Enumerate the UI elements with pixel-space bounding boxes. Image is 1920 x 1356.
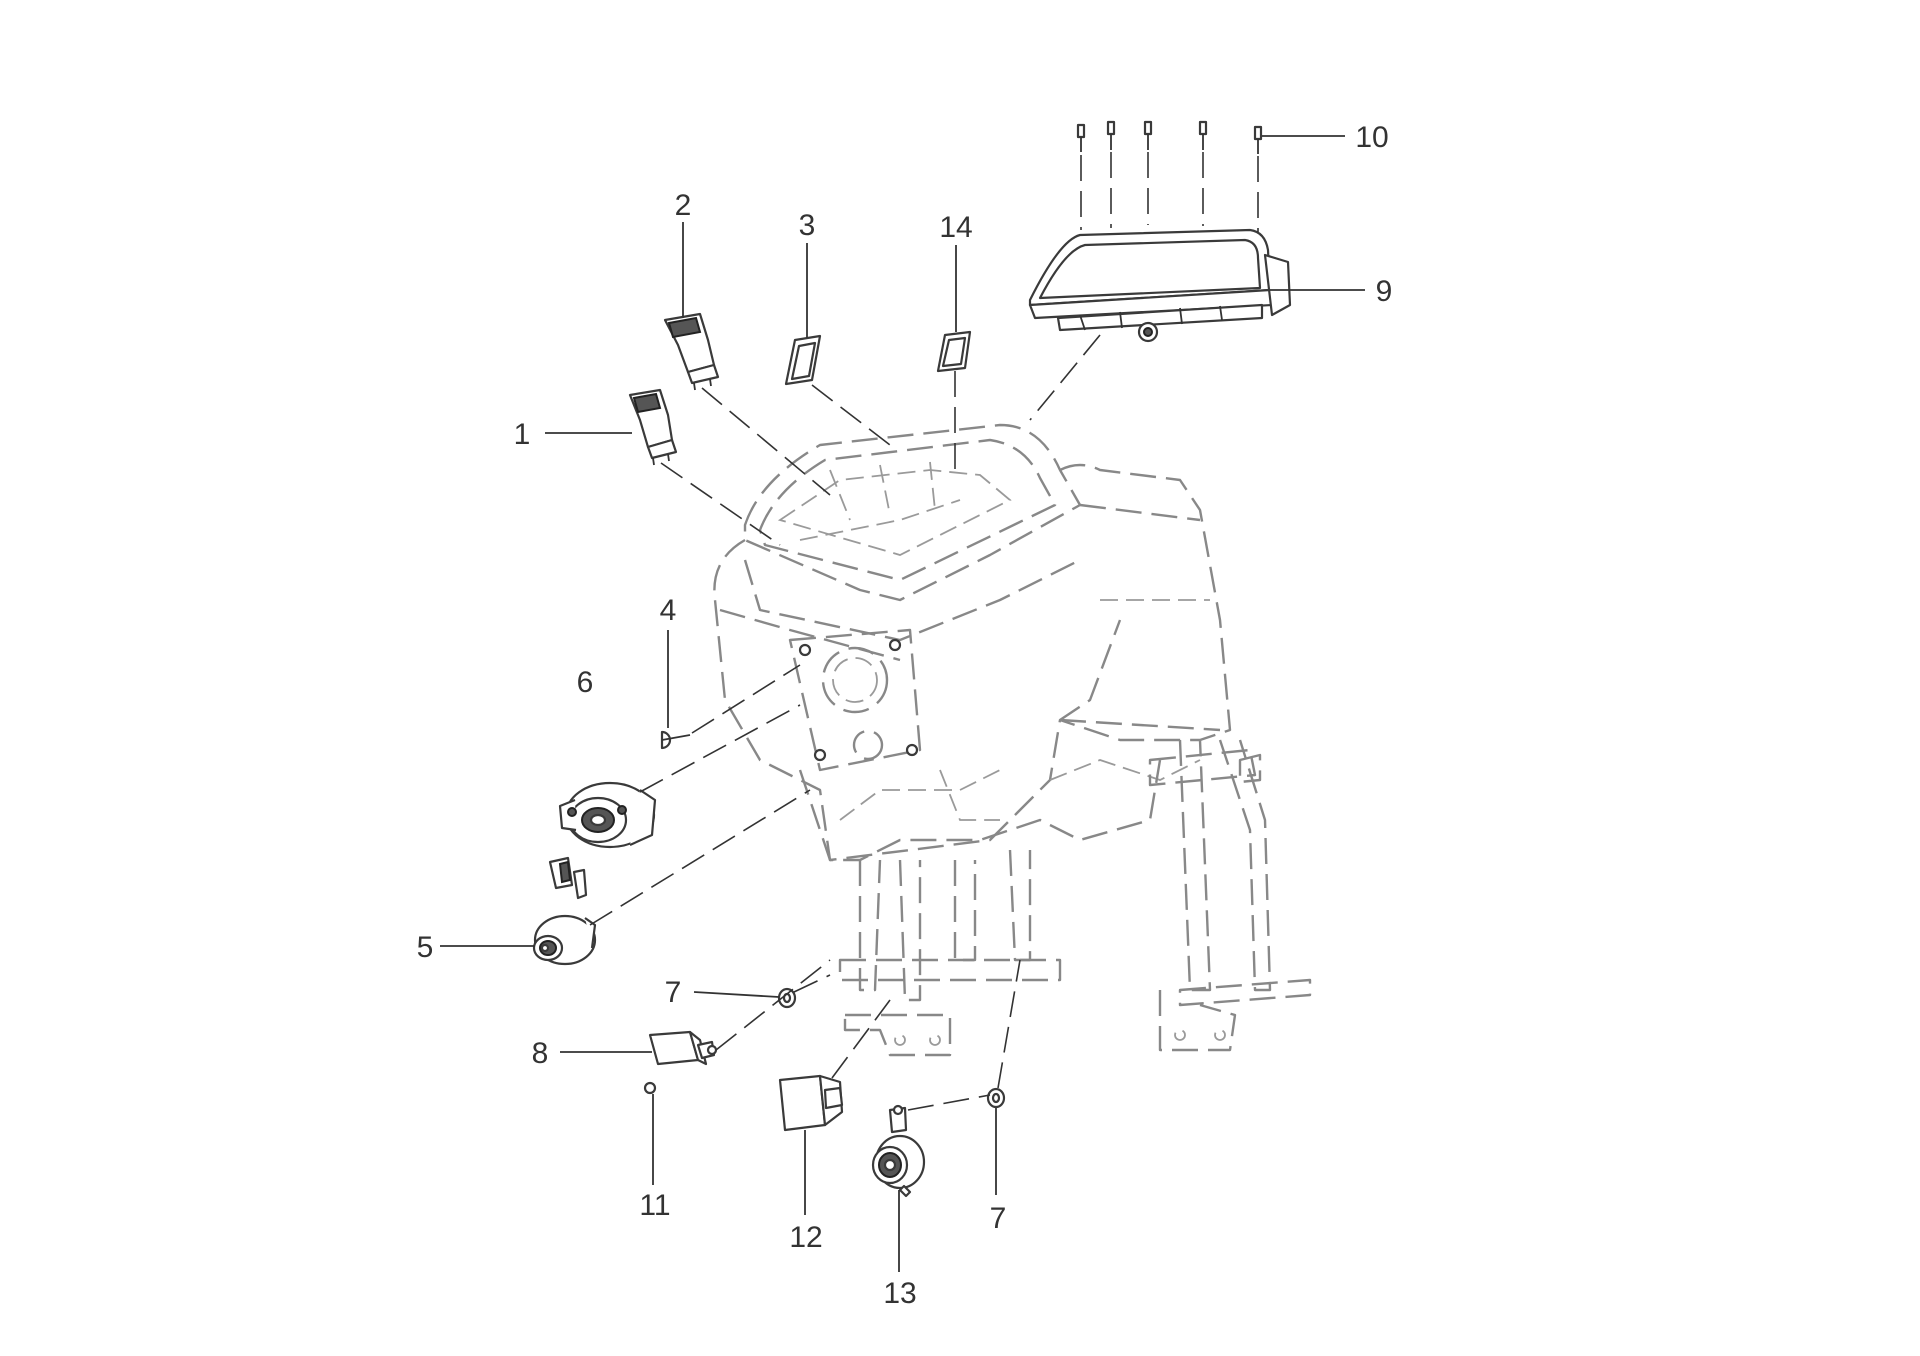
ignition-switch-part-6 bbox=[558, 781, 657, 849]
screw-part-4 bbox=[660, 730, 691, 750]
dashboard-housing-phantom bbox=[713, 423, 1312, 1057]
rocker-switch-part-2 bbox=[663, 312, 720, 391]
screws-part-10 bbox=[1076, 120, 1263, 154]
blank-cover-part-14 bbox=[936, 330, 972, 373]
flasher-relay-part-12 bbox=[778, 1074, 844, 1132]
callout-14: 14 bbox=[939, 211, 972, 244]
callout-1: 1 bbox=[514, 418, 531, 451]
callout-labels: 1 2 3 4 5 6 7 7 8 9 10 11 12 13 14 bbox=[417, 121, 1393, 1310]
callout-7-right: 7 bbox=[990, 1202, 1007, 1235]
callout-10: 10 bbox=[1355, 121, 1388, 154]
assembly-leader-lines bbox=[589, 152, 1259, 1111]
callout-leader-lines bbox=[440, 135, 1365, 1272]
start-button-part-5 bbox=[532, 856, 597, 966]
callout-9: 9 bbox=[1376, 275, 1393, 308]
callout-4: 4 bbox=[660, 594, 677, 627]
front-mounting-plate bbox=[788, 628, 922, 772]
relay-part-8 bbox=[648, 1030, 718, 1066]
callout-2: 2 bbox=[675, 189, 692, 222]
callout-5: 5 bbox=[417, 931, 434, 964]
callout-6: 6 bbox=[577, 666, 594, 699]
horn-part-13 bbox=[871, 1104, 926, 1198]
rocker-switch-part-1 bbox=[628, 388, 678, 466]
callout-13: 13 bbox=[883, 1277, 916, 1310]
callout-7-left: 7 bbox=[665, 976, 682, 1009]
blank-cover-part-3 bbox=[784, 334, 822, 386]
instrument-cluster-part-9 bbox=[1028, 228, 1292, 343]
callout-11: 11 bbox=[639, 1189, 670, 1222]
callout-3: 3 bbox=[799, 209, 816, 242]
screw-part-11 bbox=[643, 1081, 657, 1095]
washer-part-7-right bbox=[986, 1087, 1006, 1109]
callout-8: 8 bbox=[532, 1037, 549, 1070]
washer-part-7-left bbox=[777, 987, 797, 1009]
callout-12: 12 bbox=[789, 1221, 822, 1254]
